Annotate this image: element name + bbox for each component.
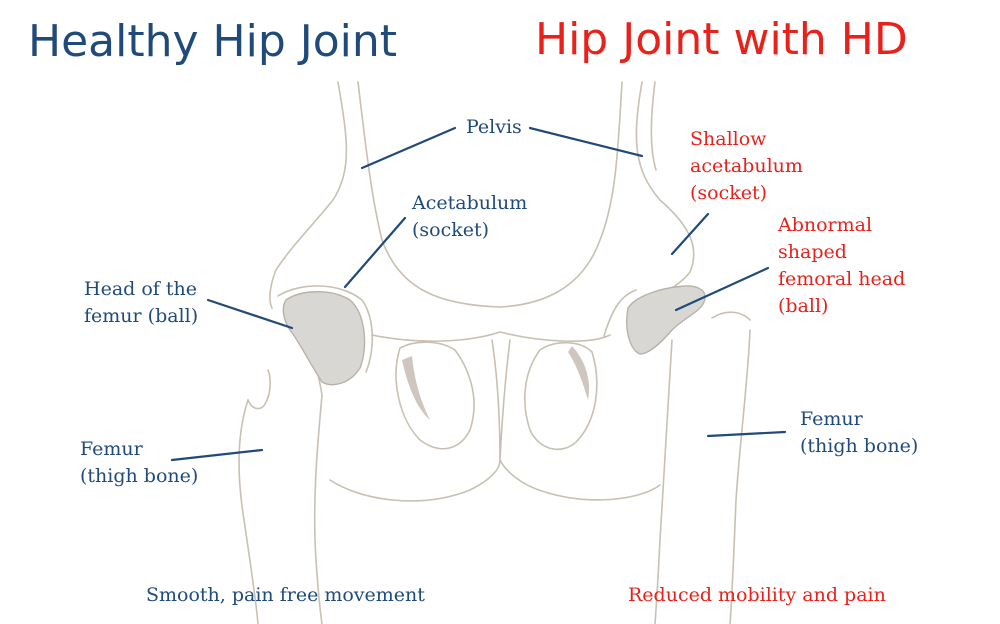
abnormal-head-line-2: shaped [778,241,847,263]
femoral-head-leader [206,298,294,330]
pelvis-right-edge [650,81,657,171]
pelvis-label: Pelvis [466,114,522,141]
pelvis-leader-left [360,126,457,170]
acetabulum-line-1: Acetabulum [412,192,528,214]
acetabulum-label: Acetabulum (socket) [412,190,527,244]
left-obturator-shade [402,356,430,420]
abnormal-head-line-3: femoral head [778,268,906,290]
femur-left-label: Femur (thigh bone) [80,436,198,490]
pelvis-leader-right [528,126,644,158]
dysplasia-caption: Reduced mobility and pain [628,584,886,606]
femoral-head-line-1: Head of the [84,278,197,300]
abnormal-head-leader [674,266,770,312]
dysplasia-title: Hip Joint with HD [535,14,908,65]
left-acetabulum-rim [277,285,374,373]
femur-left-line-2: (thigh bone) [80,465,199,487]
abnormal-head-label: Abnormal shaped femoral head (ball) [778,212,905,320]
pubic-arch [329,459,661,502]
left-trochanter [247,369,271,410]
symphysis [491,339,511,461]
femoral-head-line-2: femur (ball) [84,305,199,327]
pelvis-bottom [371,331,611,342]
obturator-left [395,341,475,450]
obturator-right [524,341,598,451]
shallow-acetabulum-line-3: (socket) [690,182,768,204]
shallow-acetabulum-line-1: Shallow [690,128,767,150]
acetabulum-line-2: (socket) [412,219,490,241]
shallow-acetabulum-line-2: acetabulum [690,155,803,177]
pelvis-right-ilium [635,81,695,305]
acetabulum-leader [343,216,407,289]
healthy-caption: Smooth, pain free movement [146,584,425,606]
femur-left-line-1: Femur [80,438,143,460]
pelvis-left-inner [357,81,501,308]
left-femur-outer [238,399,259,624]
femur-right-label: Femur (thigh bone) [800,406,918,460]
left-femoral-head [282,291,366,386]
femur-right-line-2: (thigh bone) [800,435,919,457]
femoral-head-label: Head of the femur (ball) [84,276,198,330]
right-trochanter [711,311,751,321]
left-femur-inner [313,394,323,624]
right-femur-inner [654,339,673,624]
right-socket-rim [603,289,637,337]
shallow-acetabulum-leader [670,212,710,256]
abnormal-head-line-1: Abnormal [778,214,873,236]
healthy-title: Healthy Hip Joint [28,16,397,67]
pelvis-left-ilium [269,81,348,309]
abnormal-head-line-4: (ball) [778,295,829,317]
femur-right-leader [706,430,787,438]
right-femoral-head [626,285,706,355]
femur-right-line-1: Femur [800,408,863,430]
right-obturator-shade [568,346,590,400]
right-femur-outer [729,329,751,624]
pelvis-text: Pelvis [466,116,522,138]
pelvis-right-inner [499,81,623,308]
femur-left-leader [170,448,264,462]
shallow-acetabulum-label: Shallow acetabulum (socket) [690,126,803,207]
